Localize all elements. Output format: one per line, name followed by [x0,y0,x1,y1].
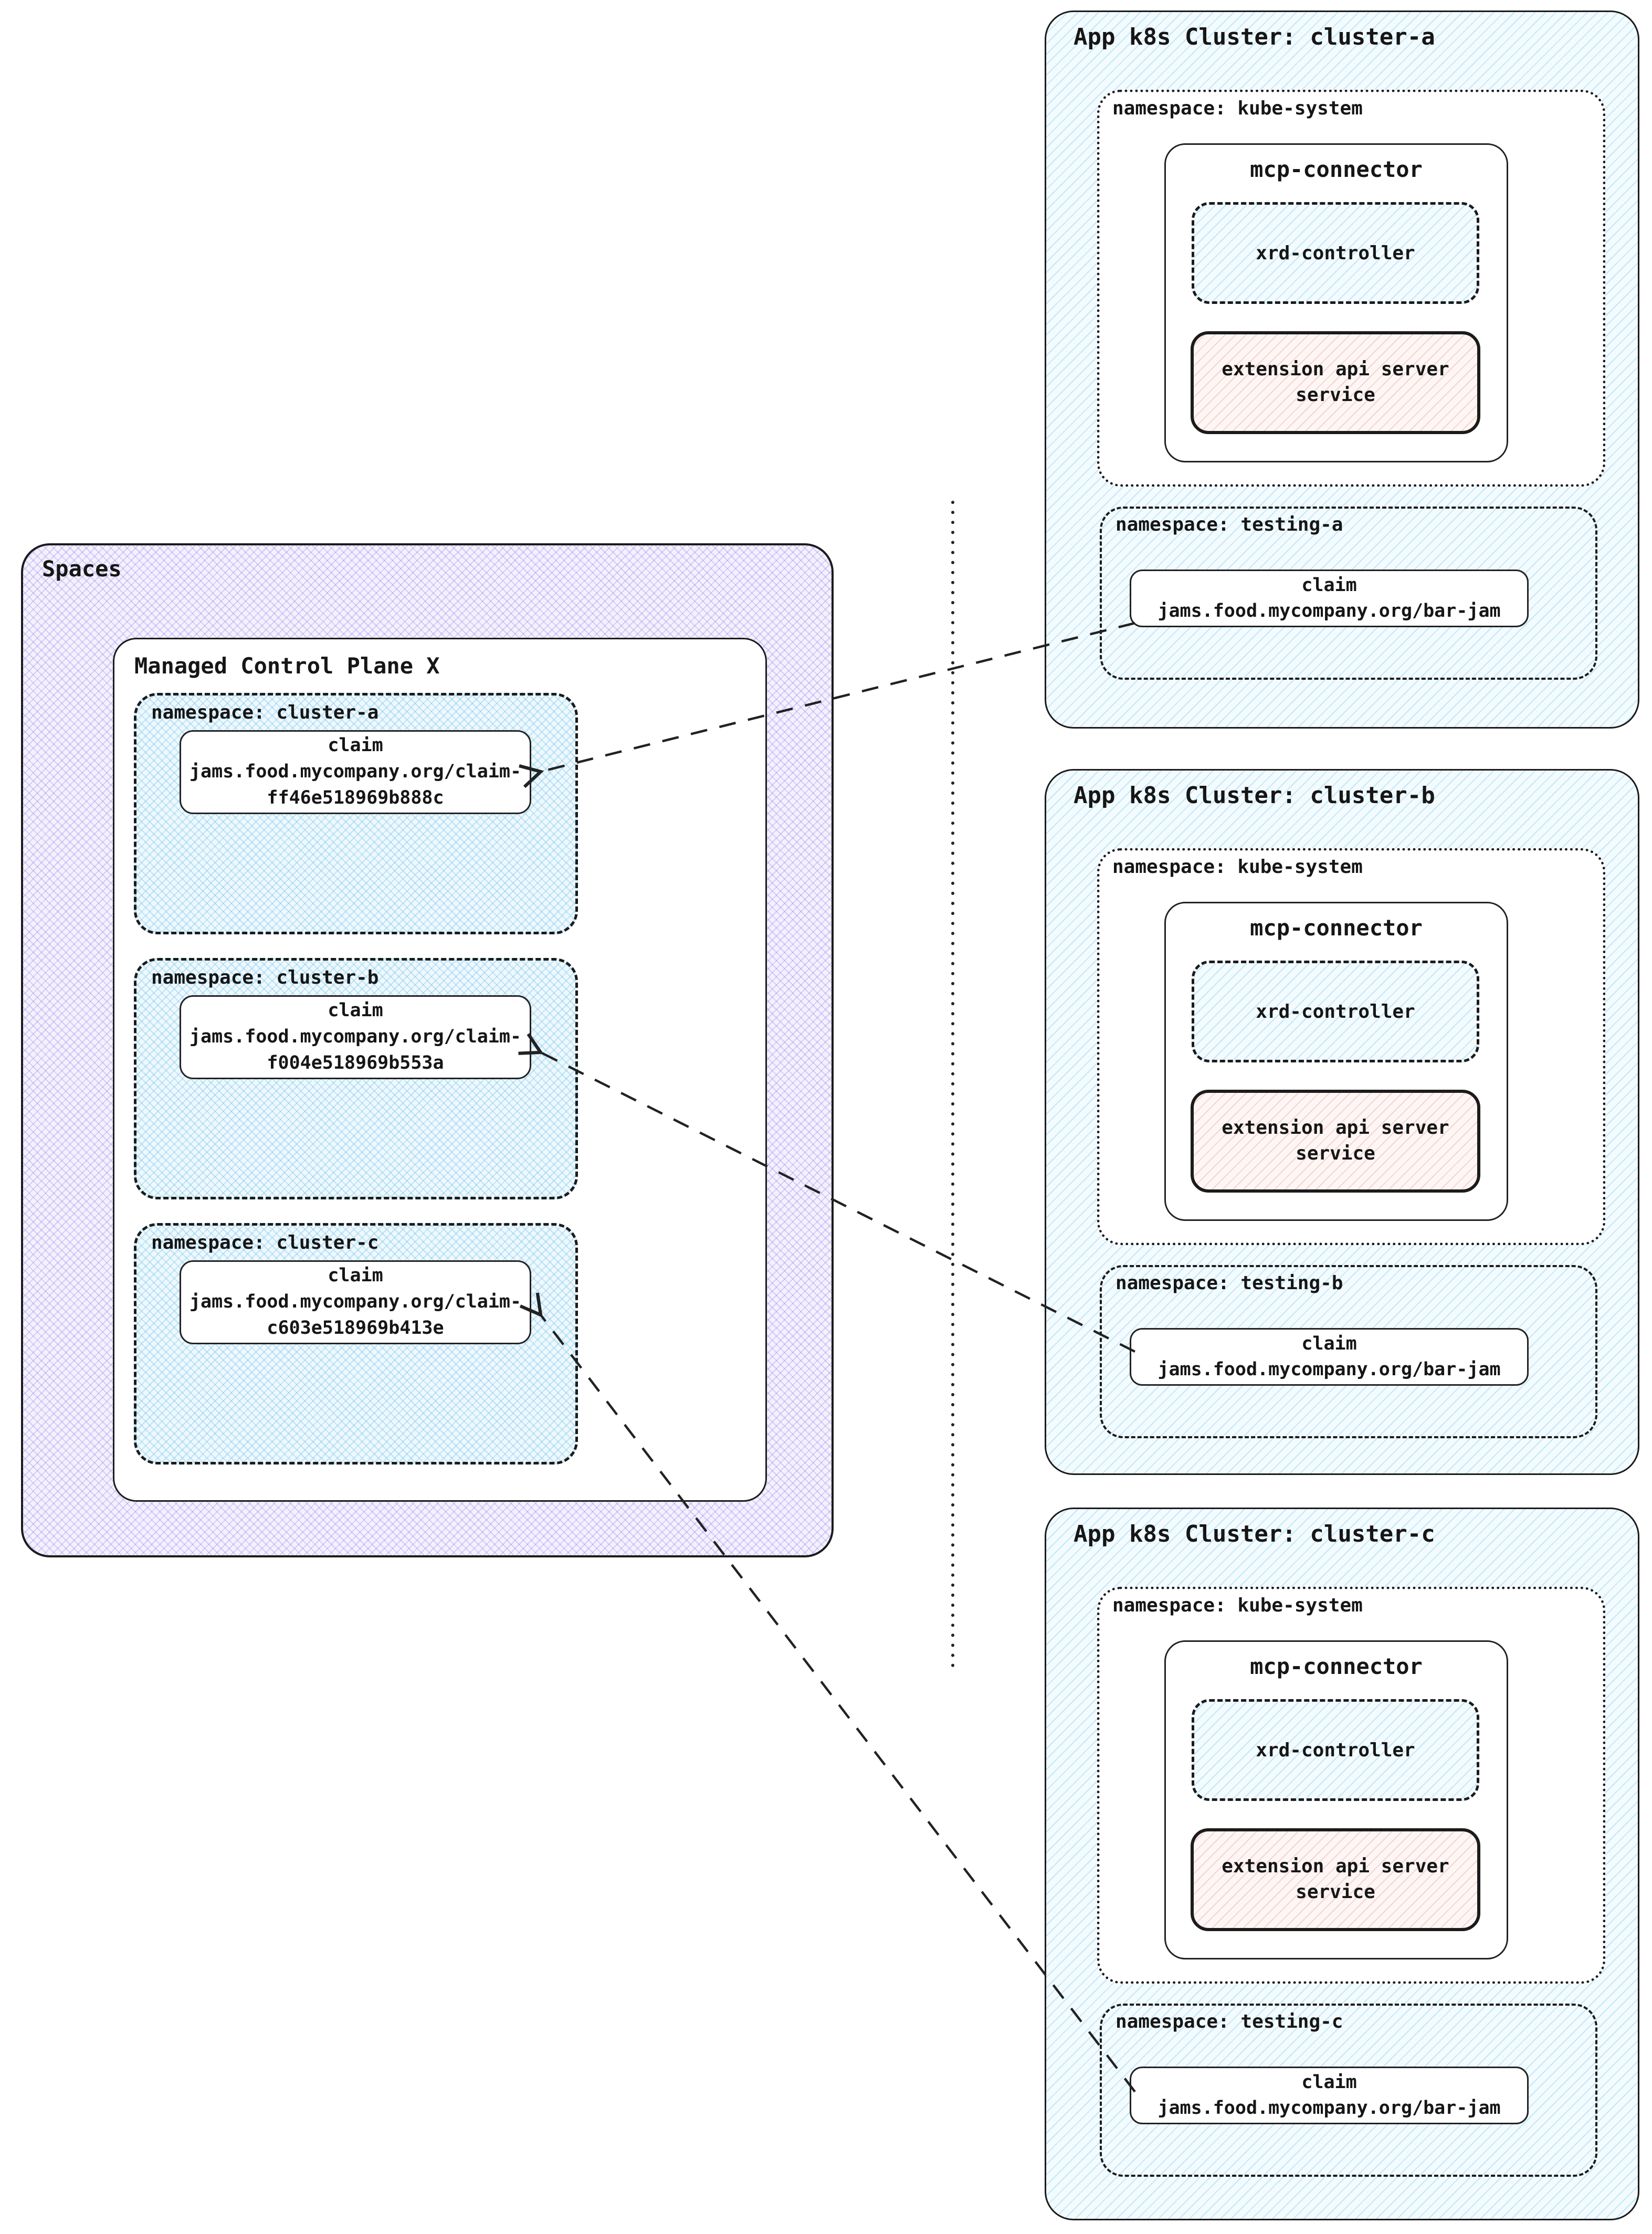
claim-resource: jams.food.mycompany.org/bar-jam [1158,2098,1501,2119]
namespace-cluster-c-label: namespace: cluster-c [151,1232,379,1253]
app-cluster-c-title: App k8s Cluster: cluster-c [1074,1521,1435,1547]
extension-api-label-line1: extension api server [1222,1856,1449,1878]
xrd-controller-label: xrd-controller [1256,1000,1415,1023]
kube-system-namespace-box-c: namespace: kube-system mcp-connector xrd… [1097,1587,1605,1984]
extension-api-label-line2: service [1296,1881,1375,1903]
testing-b-namespace-box: namespace: testing-b claim jams.food.myc… [1100,1265,1597,1438]
mcp-connector-box-a: mcp-connector xrd-controller extension a… [1164,143,1508,462]
claim-resource-line2: ff46e518969b888c [267,787,444,808]
spaces-label: Spaces [42,556,122,582]
xrd-controller-box-c: xrd-controller [1192,1699,1479,1801]
claim-resource-line1: jams.food.mycompany.org/claim- [189,1291,522,1313]
claim-resource-line1: jams.food.mycompany.org/claim- [189,761,522,783]
testing-a-label: namespace: testing-a [1116,514,1343,535]
kube-system-label: namespace: kube-system [1112,98,1363,119]
extension-api-label-line1: extension api server [1222,359,1449,381]
claim-title: claim [328,1265,383,1287]
testing-c-label: namespace: testing-c [1116,2011,1343,2032]
extension-api-server-box-a: extension api server service [1191,331,1480,434]
namespace-cluster-c-box: namespace: cluster-c claim jams.food.myc… [134,1223,578,1464]
claim-title: claim [1301,1333,1357,1354]
claim-resource: jams.food.mycompany.org/bar-jam [1158,1359,1501,1380]
claim-title: claim [328,735,383,756]
namespace-cluster-b-box: namespace: cluster-b claim jams.food.myc… [134,958,578,1199]
mcp-connector-box-c: mcp-connector xrd-controller extension a… [1164,1640,1508,1959]
claim-box-cluster-a: claim jams.food.mycompany.org/claim- ff4… [180,730,531,814]
mcp-connector-label: mcp-connector [1250,156,1423,182]
claim-box-cluster-c: claim jams.food.mycompany.org/claim- c60… [180,1260,531,1344]
mcp-connector-box-b: mcp-connector xrd-controller extension a… [1164,902,1508,1221]
claim-title: claim [1301,575,1357,596]
testing-c-namespace-box: namespace: testing-c claim jams.food.myc… [1100,2004,1597,2177]
managed-control-plane-box: Managed Control Plane X namespace: clust… [113,638,767,1502]
namespace-cluster-b-label: namespace: cluster-b [151,967,379,988]
claim-resource-line2: f004e518969b553a [267,1052,444,1073]
kube-system-label: namespace: kube-system [1112,856,1363,878]
claim-title: claim [328,1000,383,1021]
claim-resource-line2: c603e518969b413e [267,1317,444,1339]
extension-api-label-line1: extension api server [1222,1117,1449,1139]
extension-api-server-box-c: extension api server service [1191,1828,1480,1931]
mcp-connector-label: mcp-connector [1250,915,1423,941]
app-cluster-a-box: App k8s Cluster: cluster-a namespace: ku… [1045,10,1639,729]
namespace-cluster-a-label: namespace: cluster-a [151,702,379,723]
app-cluster-b-box: App k8s Cluster: cluster-b namespace: ku… [1045,769,1639,1475]
managed-control-plane-label: Managed Control Plane X [134,653,440,679]
extension-api-label-line2: service [1296,384,1375,406]
app-cluster-b-title: App k8s Cluster: cluster-b [1074,782,1435,809]
claim-box-testing-b: claim jams.food.mycompany.org/bar-jam [1130,1328,1529,1386]
testing-a-namespace-box: namespace: testing-a claim jams.food.myc… [1100,507,1597,680]
kube-system-namespace-box-a: namespace: kube-system mcp-connector xrd… [1097,90,1605,487]
claim-box-testing-a: claim jams.food.mycompany.org/bar-jam [1130,570,1529,627]
kube-system-namespace-box-b: namespace: kube-system mcp-connector xrd… [1097,848,1605,1245]
spaces-box: Spaces Managed Control Plane X namespace… [21,543,834,1557]
testing-b-label: namespace: testing-b [1116,1272,1343,1294]
claim-title: claim [1301,2072,1357,2093]
claim-box-testing-c: claim jams.food.mycompany.org/bar-jam [1130,2067,1529,2124]
claim-box-cluster-b: claim jams.food.mycompany.org/claim- f00… [180,995,531,1079]
claim-resource: jams.food.mycompany.org/bar-jam [1158,600,1501,621]
namespace-cluster-a-box: namespace: cluster-a claim jams.food.myc… [134,693,578,934]
extension-api-label-line2: service [1296,1143,1375,1164]
xrd-controller-box-a: xrd-controller [1192,202,1479,304]
xrd-controller-box-b: xrd-controller [1192,961,1479,1062]
extension-api-server-box-b: extension api server service [1191,1090,1480,1193]
app-cluster-a-title: App k8s Cluster: cluster-a [1074,24,1435,50]
claim-resource-line1: jams.food.mycompany.org/claim- [189,1026,522,1048]
app-cluster-c-box: App k8s Cluster: cluster-c namespace: ku… [1045,1508,1639,2220]
kube-system-label: namespace: kube-system [1112,1595,1363,1616]
xrd-controller-label: xrd-controller [1256,1739,1415,1761]
mcp-connector-label: mcp-connector [1250,1653,1423,1679]
xrd-controller-label: xrd-controller [1256,242,1415,264]
